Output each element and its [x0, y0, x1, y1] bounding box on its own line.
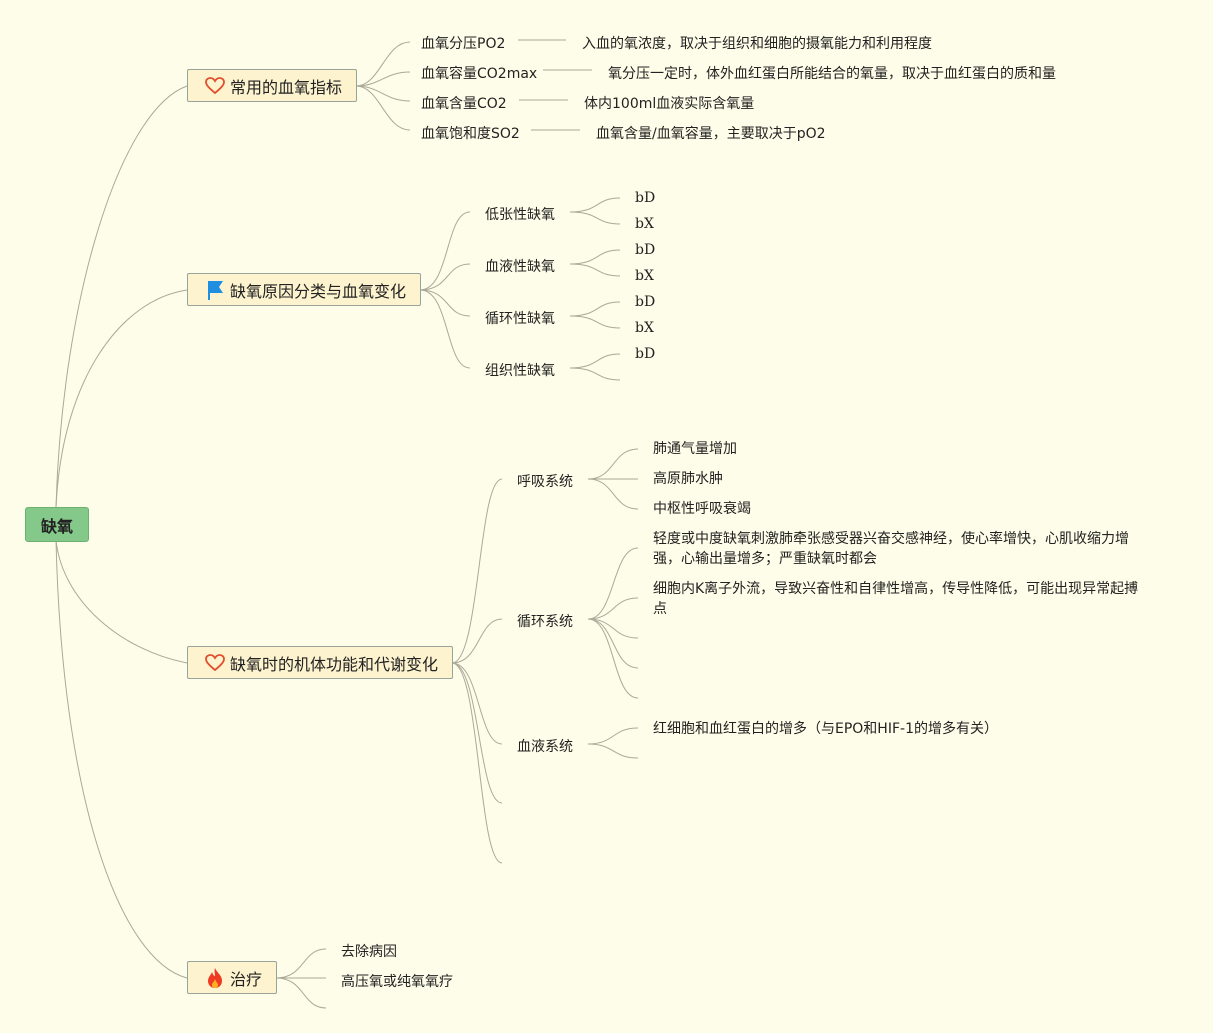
indicator-desc[interactable]: 体内100ml血液实际含氧量 — [584, 96, 755, 112]
change-leaf[interactable]: 高原肺水肿 — [653, 471, 723, 487]
cause-leaf[interactable]: bD — [635, 346, 656, 362]
indicator-name[interactable]: 血氧容量CO2max — [421, 66, 538, 82]
cause-leaf[interactable]: bD — [635, 242, 656, 258]
cause-type[interactable]: 血液性缺氧 — [485, 259, 555, 275]
indicator-desc[interactable]: 血氧含量/血氧容量，主要取决于pO2 — [596, 126, 826, 142]
cause-leaf[interactable]: bD — [635, 294, 656, 310]
indicator-desc[interactable]: 氧分压一定时，体外血红蛋白所能结合的氧量，取决于血红蛋白的质和量 — [608, 66, 1056, 82]
indicator-name[interactable]: 血氧含量CO2 — [421, 96, 507, 112]
branch-treatment[interactable]: 治疗 — [187, 961, 277, 994]
flag-icon — [204, 279, 226, 301]
branch-title: 治疗 — [230, 969, 263, 989]
cause-leaf[interactable]: bX — [635, 320, 654, 336]
change-leaf[interactable]: 中枢性呼吸衰竭 — [653, 501, 751, 517]
branch-title: 缺氧时的机体功能和代谢变化 — [230, 654, 439, 674]
branch-body-changes[interactable]: 缺氧时的机体功能和代谢变化 — [187, 646, 453, 679]
branch-blood-oxygen-indicators[interactable]: 常用的血氧指标 — [187, 69, 357, 102]
indicator-name[interactable]: 血氧饱和度SO2 — [421, 126, 520, 142]
treatment-item[interactable]: 去除病因 — [341, 944, 397, 960]
change-leaf[interactable]: 细胞内K离子外流，导致兴奋性和自律性增高，传导性降低，可能出现异常起搏点 — [653, 581, 1139, 617]
branch-title: 缺氧原因分类与血氧变化 — [230, 281, 407, 301]
indicator-desc[interactable]: 入血的氧浓度，取决于组织和细胞的摄氧能力和利用程度 — [582, 36, 932, 52]
cause-type[interactable]: 循环性缺氧 — [485, 311, 555, 327]
root-node[interactable]: 缺氧 — [25, 507, 89, 542]
fire-icon — [204, 967, 226, 989]
cause-leaf[interactable]: bD — [635, 190, 656, 206]
heart-icon — [204, 75, 226, 97]
cause-leaf[interactable]: bX — [635, 268, 654, 284]
cause-type[interactable]: 组织性缺氧 — [485, 363, 555, 379]
system-blood[interactable]: 血液系统 — [517, 739, 573, 755]
indicator-name[interactable]: 血氧分压PO2 — [421, 36, 506, 52]
cause-type[interactable]: 低张性缺氧 — [485, 207, 555, 223]
change-leaf[interactable]: 红细胞和血红蛋白的增多（与EPO和HIF-1的增多有关） — [653, 721, 998, 737]
heart-icon — [204, 652, 226, 674]
branch-hypoxia-causes[interactable]: 缺氧原因分类与血氧变化 — [187, 273, 421, 306]
system-circulatory[interactable]: 循环系统 — [517, 614, 573, 630]
system-respiratory[interactable]: 呼吸系统 — [517, 474, 573, 490]
cause-leaf[interactable]: bX — [635, 216, 654, 232]
change-leaf[interactable]: 肺通气量增加 — [653, 441, 737, 457]
change-leaf[interactable]: 轻度或中度缺氧刺激肺牵张感受器兴奋交感神经，使心率增快，心肌收缩力增强，心输出量… — [653, 531, 1129, 567]
branch-title: 常用的血氧指标 — [230, 77, 343, 97]
treatment-item[interactable]: 高压氧或纯氧氧疗 — [341, 974, 453, 990]
